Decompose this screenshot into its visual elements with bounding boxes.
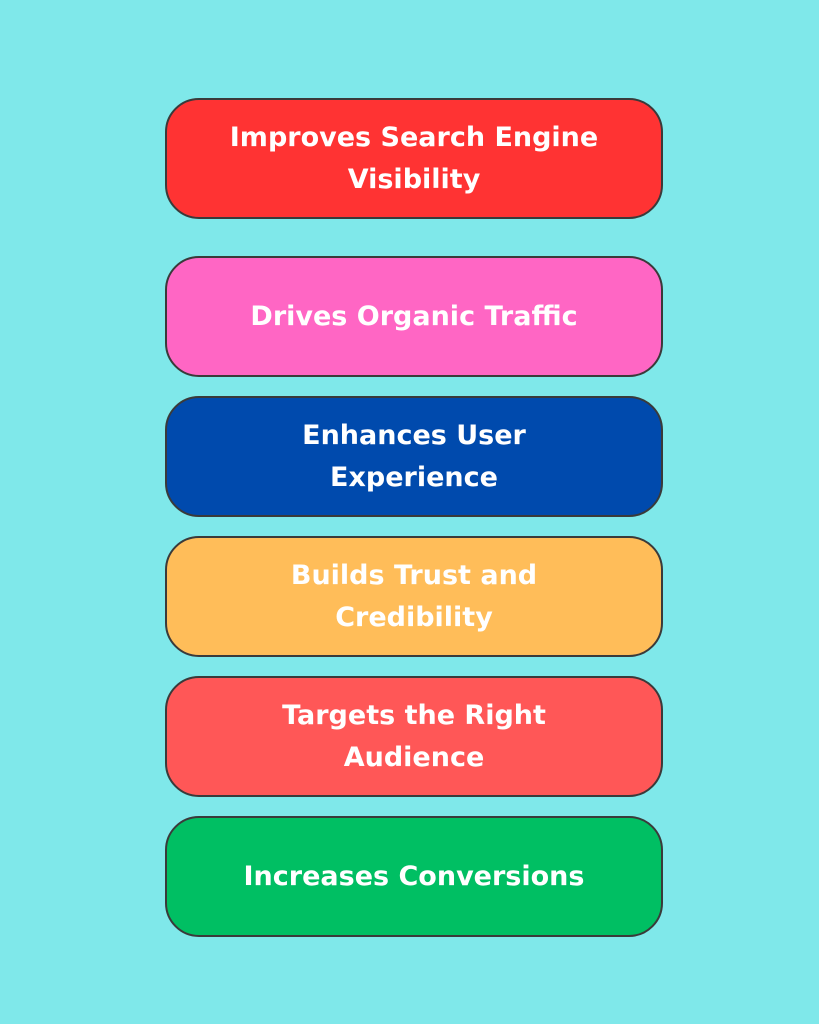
benefit-box: Builds Trust and Credibility bbox=[165, 536, 663, 657]
benefit-label: Drives Organic Traffic bbox=[250, 300, 578, 332]
benefit-box: Enhances User Experience bbox=[165, 396, 663, 517]
benefit-label: Enhances User Experience bbox=[302, 419, 526, 493]
benefit-box: Targets the Right Audience bbox=[165, 676, 663, 797]
benefit-label: Targets the Right Audience bbox=[282, 699, 546, 773]
benefit-box: Improves Search Engine Visibility bbox=[165, 98, 663, 219]
benefit-label: Improves Search Engine Visibility bbox=[229, 121, 599, 195]
benefit-label: Builds Trust and Credibility bbox=[290, 559, 538, 633]
benefit-box: Increases Conversions bbox=[165, 816, 663, 937]
benefit-label: Increases Conversions bbox=[243, 860, 585, 892]
benefit-box: Drives Organic Traffic bbox=[165, 256, 663, 377]
